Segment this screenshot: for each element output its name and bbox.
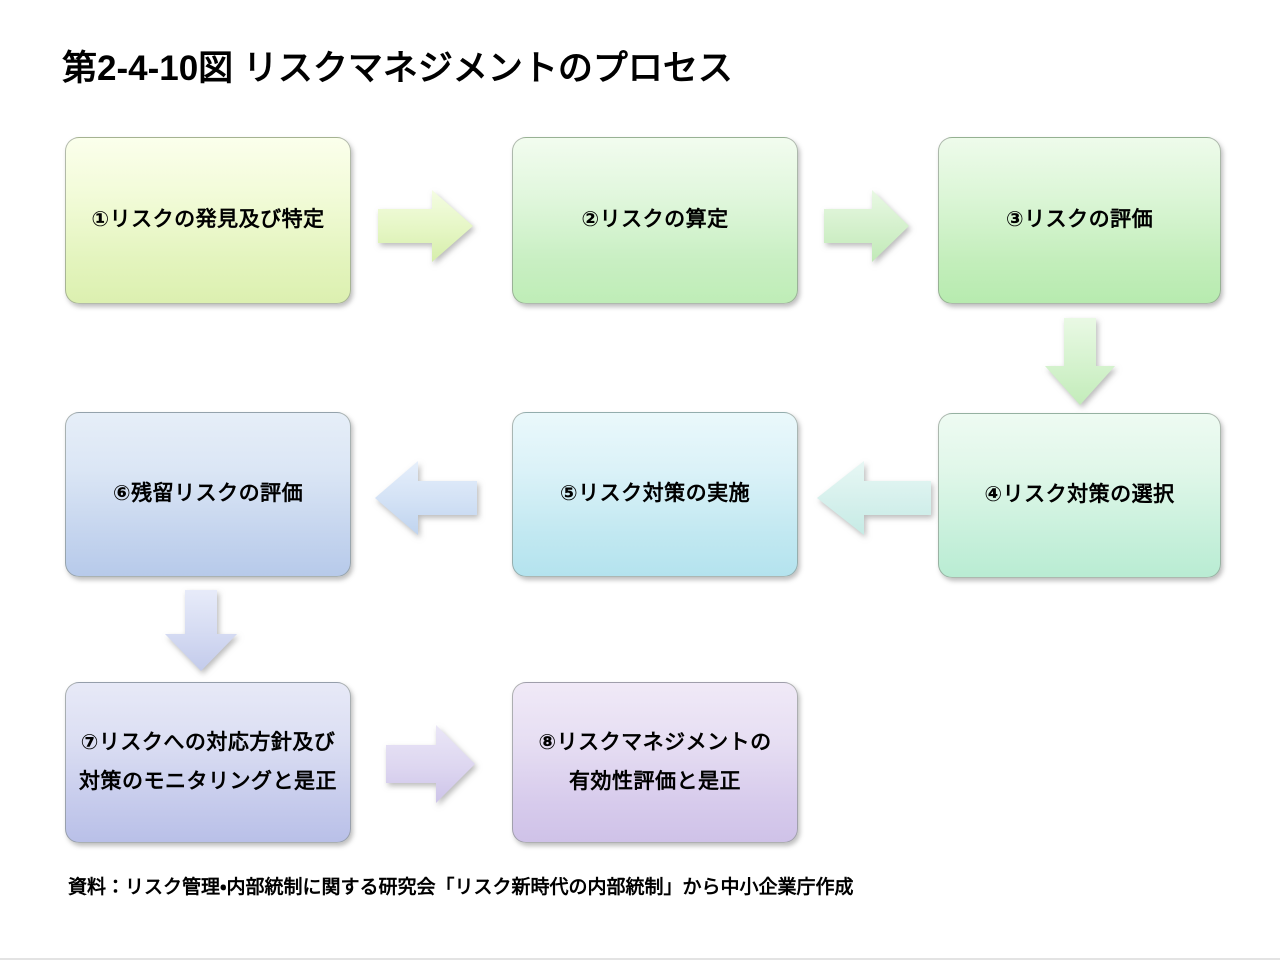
process-box-7[interactable]: ⑦リスクへの対応方針及び 対策のモニタリングと是正 xyxy=(65,682,351,843)
page-title: 第2-4-10図 リスクマネジメントのプロセス xyxy=(62,49,733,88)
process-box-5-label: ⑤リスク対策の実施 xyxy=(559,482,751,506)
process-box-6-label: ⑥残留リスクの評価 xyxy=(112,482,304,506)
process-box-4[interactable]: ④リスク対策の選択 xyxy=(938,413,1221,578)
process-box-1[interactable]: ①リスクの発見及び特定 xyxy=(65,137,351,304)
process-box-7-label: ⑦リスクへの対応方針及び 対策のモニタリングと是正 xyxy=(79,730,337,793)
arrow-right-7-to-8 xyxy=(386,723,476,805)
process-box-2[interactable]: ②リスクの算定 xyxy=(512,137,798,304)
process-box-5[interactable]: ⑤リスク対策の実施 xyxy=(512,412,798,577)
arrow-left-5-to-6 xyxy=(374,459,478,537)
process-box-8[interactable]: ⑧リスクマネジメントの 有効性評価と是正 xyxy=(512,682,798,843)
arrow-right-2-to-3 xyxy=(824,188,910,264)
arrow-down-6-to-7 xyxy=(163,590,239,672)
arrow-down-3-to-4 xyxy=(1044,318,1116,406)
process-box-8-label: ⑧リスクマネジメントの 有効性評価と是正 xyxy=(538,730,772,793)
source-note: 資料：リスク管理・内部統制に関する研究会「リスク新時代の内部統制」から中小企業庁… xyxy=(68,877,854,898)
process-box-1-label: ①リスクの発見及び特定 xyxy=(91,208,325,232)
process-box-4-label: ④リスク対策の選択 xyxy=(984,483,1175,507)
arrow-right-1-to-2 xyxy=(378,188,474,264)
process-box-3[interactable]: ③リスクの評価 xyxy=(938,137,1221,304)
process-box-3-label: ③リスクの評価 xyxy=(1005,208,1154,232)
process-box-6[interactable]: ⑥残留リスクの評価 xyxy=(65,412,351,577)
arrow-left-4-to-5 xyxy=(816,459,932,537)
process-box-2-label: ②リスクの算定 xyxy=(581,208,729,232)
